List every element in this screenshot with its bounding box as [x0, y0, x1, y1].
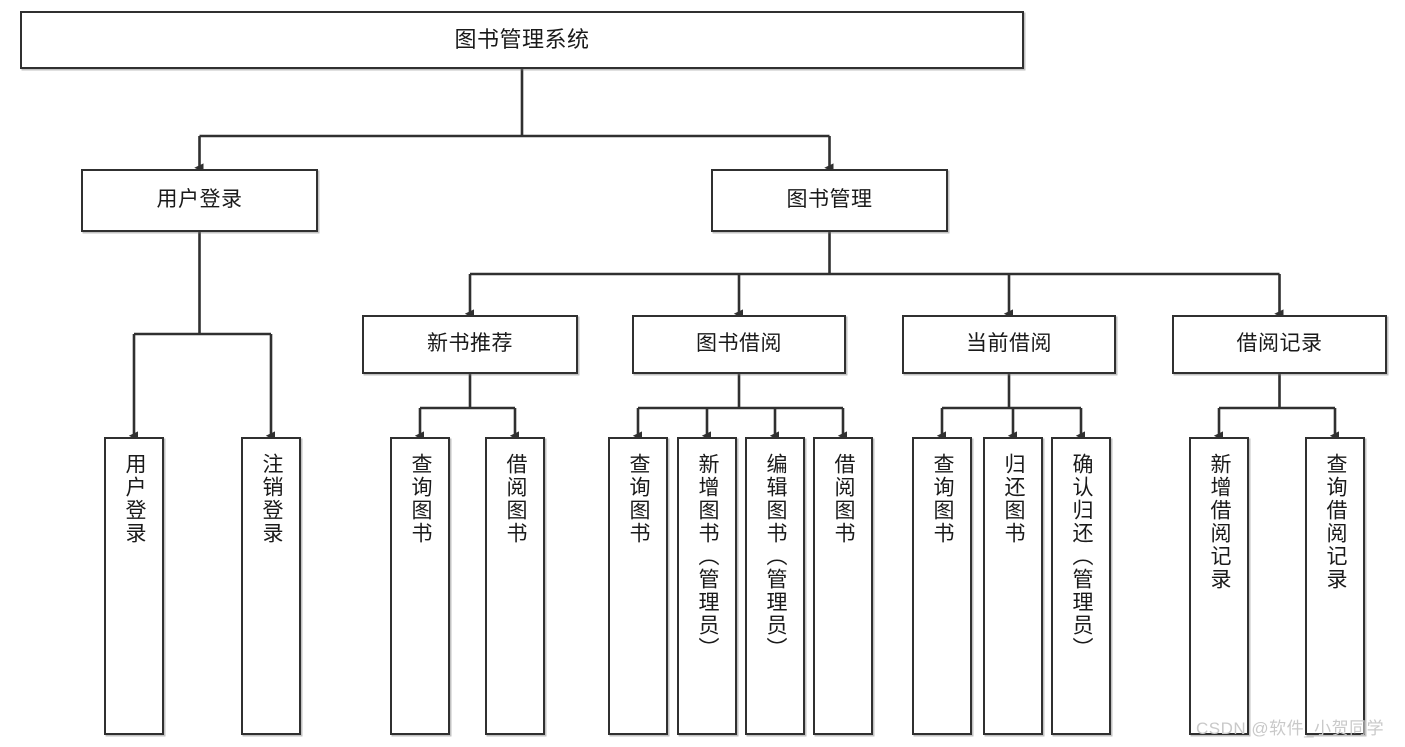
- node-label: 注销登录: [260, 453, 284, 545]
- leaf-borrow-add-book[interactable]: 新增图书（管理员）: [677, 437, 737, 735]
- leaf-borrow-query-book[interactable]: 查询图书: [608, 437, 668, 735]
- node-label: 借阅记录: [1236, 332, 1323, 356]
- node-label: 图书管理系统: [454, 27, 590, 53]
- node-label: 归还图书: [1002, 453, 1026, 545]
- node-label: 借阅图书: [504, 453, 528, 545]
- node-book-borrowing[interactable]: 图书借阅: [632, 315, 846, 374]
- node-label: 查询图书: [627, 453, 651, 545]
- node-book-management[interactable]: 图书管理: [711, 169, 948, 232]
- leaf-borrow-lend-book[interactable]: 借阅图书: [813, 437, 873, 735]
- node-current-borrowing[interactable]: 当前借阅: [902, 315, 1116, 374]
- node-new-book-recommendation[interactable]: 新书推荐: [362, 315, 578, 374]
- node-label: 查询图书: [931, 453, 955, 545]
- node-label: 新书推荐: [427, 332, 513, 356]
- watermark: CSDN @软件_小贺同学: [1196, 719, 1385, 738]
- node-label: 查询借阅记录: [1324, 453, 1348, 591]
- node-label: 查询图书: [409, 453, 433, 545]
- node-label: 新增图书（管理员）: [696, 453, 720, 660]
- node-root[interactable]: 图书管理系统: [20, 11, 1024, 69]
- node-label: 图书管理: [786, 188, 873, 212]
- leaf-borrow-edit-book[interactable]: 编辑图书（管理员）: [745, 437, 805, 735]
- node-label: 图书借阅: [696, 332, 782, 356]
- node-borrowing-record[interactable]: 借阅记录: [1172, 315, 1387, 374]
- leaf-current-confirm-return[interactable]: 确认归还（管理员）: [1051, 437, 1111, 735]
- leaf-current-query-book[interactable]: 查询图书: [912, 437, 972, 735]
- node-label: 借阅图书: [832, 453, 856, 545]
- leaf-recommend-query-book[interactable]: 查询图书: [390, 437, 450, 735]
- node-label: 确认归还（管理员）: [1070, 453, 1094, 660]
- node-label: 当前借阅: [966, 332, 1052, 356]
- node-user-login[interactable]: 用户登录: [81, 169, 318, 232]
- node-label: 用户登录: [156, 188, 243, 212]
- leaf-user-login[interactable]: 用户登录: [104, 437, 164, 735]
- leaf-user-logout[interactable]: 注销登录: [241, 437, 301, 735]
- leaf-record-add-record[interactable]: 新增借阅记录: [1189, 437, 1249, 735]
- leaf-record-query-record[interactable]: 查询借阅记录: [1305, 437, 1365, 735]
- leaf-current-return-book[interactable]: 归还图书: [983, 437, 1043, 735]
- node-label: 编辑图书（管理员）: [764, 453, 788, 660]
- node-label: 用户登录: [123, 453, 147, 545]
- leaf-recommend-borrow-book[interactable]: 借阅图书: [485, 437, 545, 735]
- node-label: 新增借阅记录: [1208, 453, 1232, 591]
